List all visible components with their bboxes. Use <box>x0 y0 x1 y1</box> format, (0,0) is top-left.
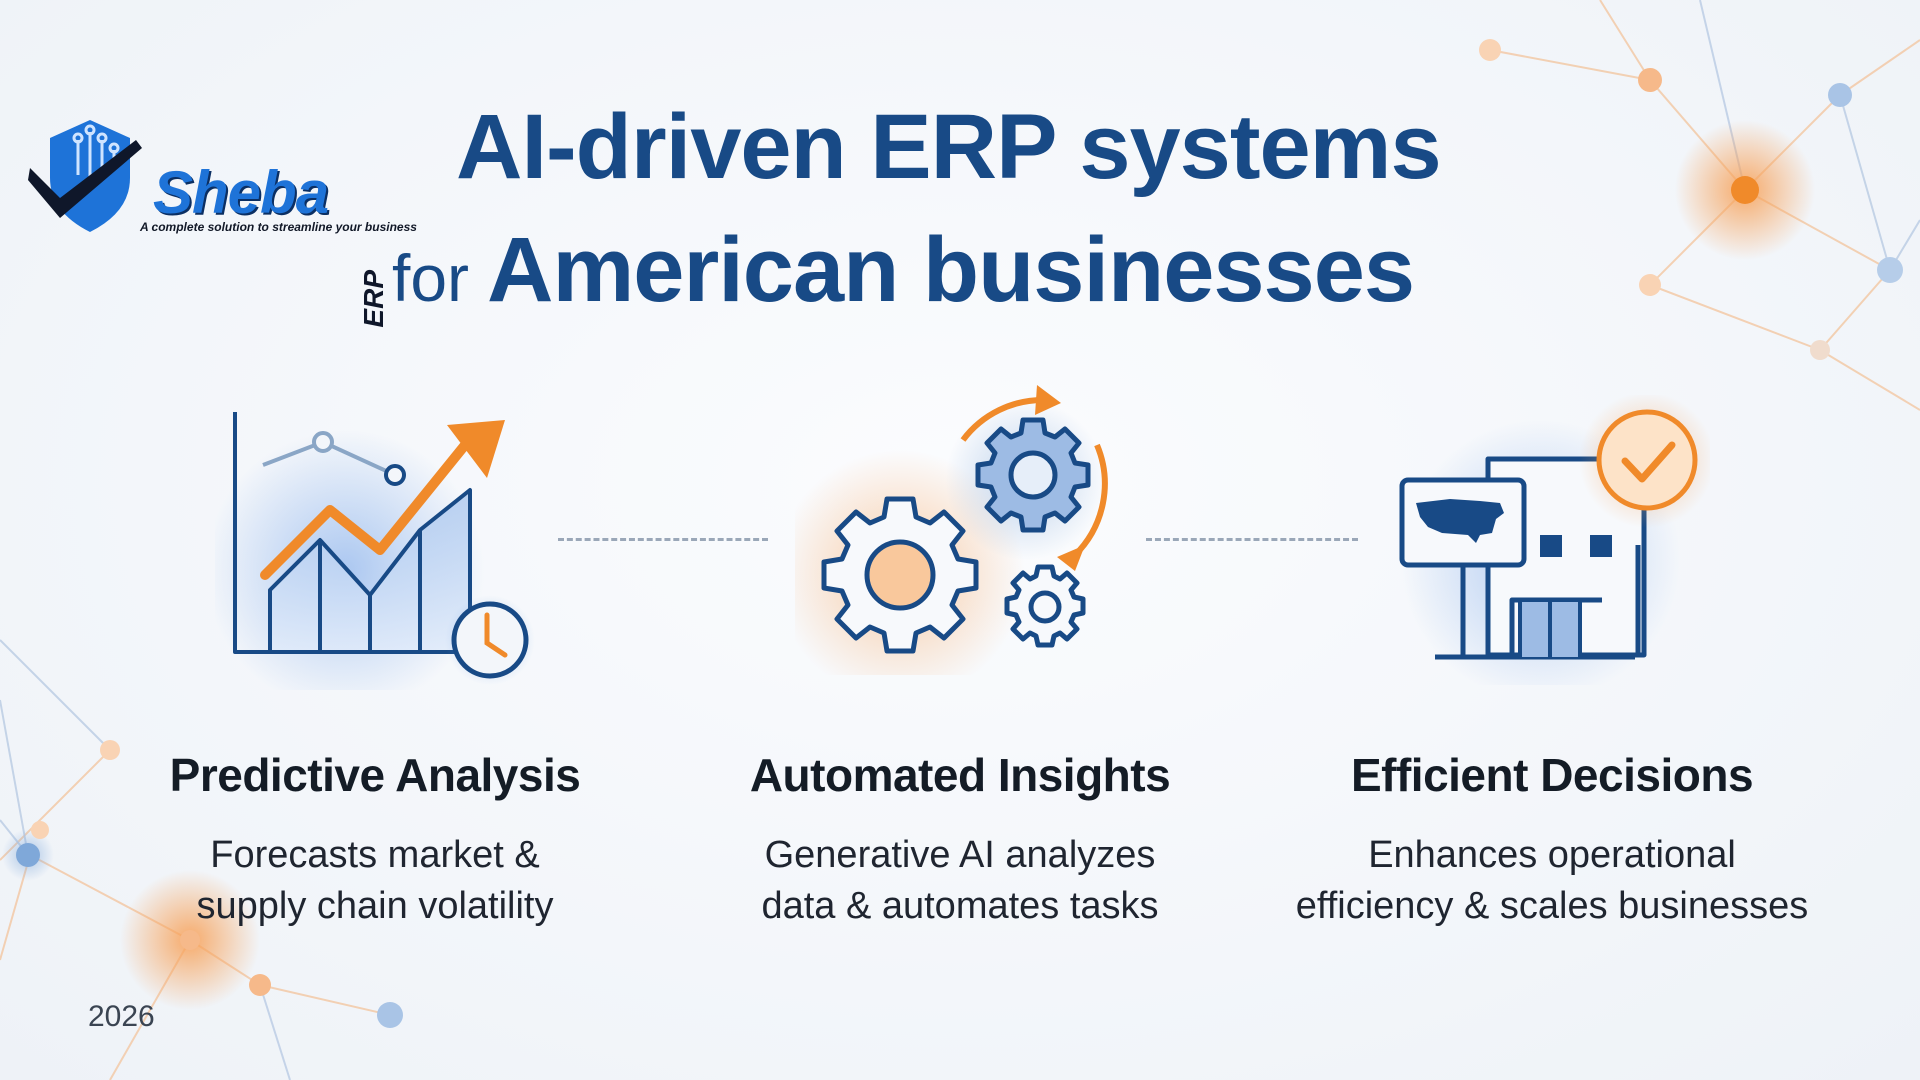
shield-check-icon <box>28 120 142 232</box>
feature-desc-line2: data & automates tasks <box>761 885 1159 927</box>
page-title-line1: AI-driven ERP systems <box>456 96 1442 198</box>
feature-desc-line1: Enhances operational <box>1368 834 1736 876</box>
title-prefix: for <box>392 241 470 315</box>
feature-title: Predictive Analysis <box>169 749 581 801</box>
feature-efficient: Efficient Decisions Enhances operational… <box>1272 748 1832 932</box>
growth-chart-clock-icon <box>215 412 535 690</box>
feature-description: Forecasts market & supply chain volatilit… <box>95 830 655 932</box>
feature-desc-line1: Forecasts market & <box>210 834 540 876</box>
year-label: 2026 <box>88 1000 155 1033</box>
feature-desc-line2: efficiency & scales businesses <box>1295 885 1809 927</box>
connector-line <box>558 538 768 541</box>
feature-automated: Automated Insights Generative AI analyze… <box>680 748 1240 932</box>
feature-desc-line1: Generative AI analyzes <box>764 834 1156 876</box>
gears-cycle-icon <box>795 385 1108 675</box>
feature-title: Automated Insights <box>749 749 1171 801</box>
connector-line <box>1146 538 1358 541</box>
building-map-check-icon <box>1399 395 1710 685</box>
title-main: American businesses <box>487 219 1415 321</box>
feature-description: Enhances operational efficiency & scales … <box>1272 830 1832 932</box>
brand-suffix: ERP <box>358 270 389 328</box>
brand-tagline: A complete solution to streamline your b… <box>140 220 417 234</box>
feature-title: Efficient Decisions <box>1350 749 1754 801</box>
feature-desc-line2: supply chain volatility <box>196 885 554 927</box>
feature-description: Generative AI analyzes data & automates t… <box>680 830 1240 932</box>
brand-name: Sheba <box>153 159 329 226</box>
feature-predictive: Predictive Analysis Forecasts market & su… <box>95 748 655 932</box>
brand-logo: Sheba ERP A complete solution to streaml… <box>28 120 417 328</box>
